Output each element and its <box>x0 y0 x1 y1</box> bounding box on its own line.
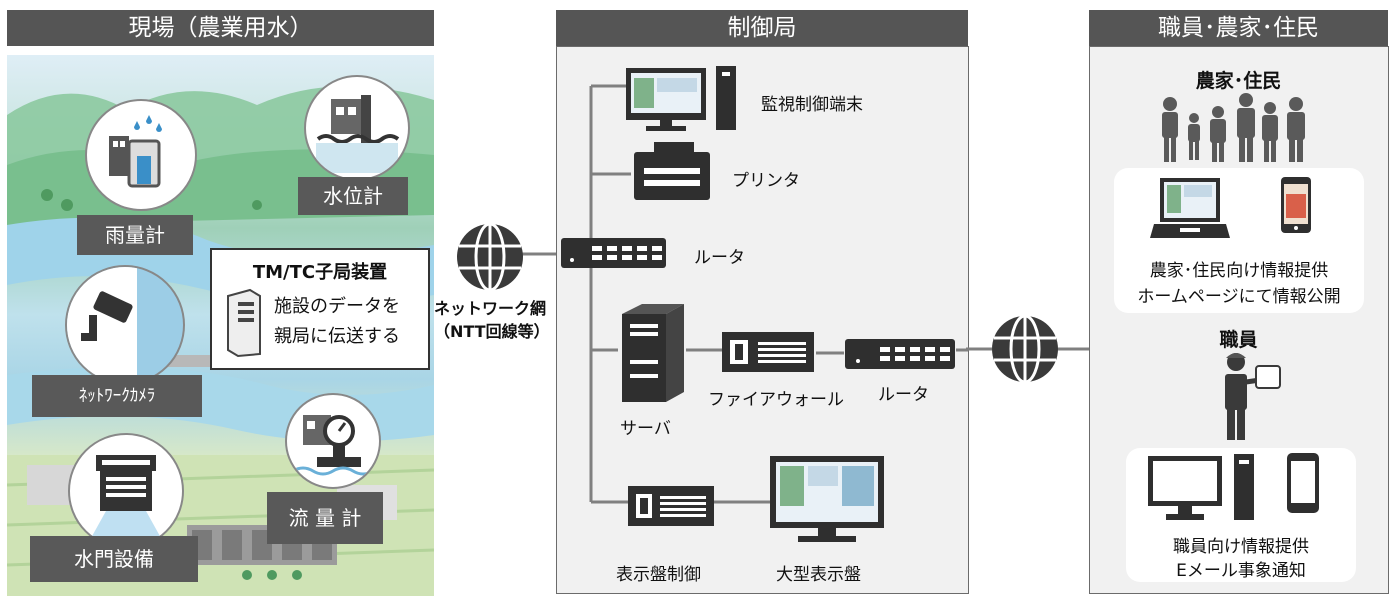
router-bottom-icon <box>845 339 955 369</box>
header-users: 職員･農家･住民 <box>1089 10 1388 46</box>
server-unit-icon <box>227 288 261 358</box>
large-display-icon <box>770 456 884 542</box>
smartphone-staff-icon <box>1287 453 1319 513</box>
farmers-info-card: 農家･住民向け情報提供 ホームページにて情報公開 <box>1114 168 1364 313</box>
flowmeter-icon <box>285 393 381 489</box>
farmers-info-line2: ホームページにて情報公開 <box>1137 287 1341 307</box>
water-level-label: 水位計 <box>298 177 408 215</box>
monitor-terminal-icon <box>626 66 736 131</box>
staff-info-line1: 職員向け情報提供 <box>1173 537 1309 557</box>
display-controller-icon <box>628 486 714 526</box>
laptop-icon <box>1150 178 1230 238</box>
tmtc-desc-line2: 親局に伝送する <box>274 326 400 347</box>
router-top-icon <box>561 238 666 268</box>
gate-icon <box>68 433 184 549</box>
router-bottom-label: ルータ <box>878 385 929 405</box>
display-controller-label: 表示盤制御 <box>616 565 701 585</box>
desktop-pc-icon <box>1148 454 1254 520</box>
rain-gauge-icon <box>85 99 197 211</box>
control-wiring <box>589 84 968 504</box>
family-icon <box>1162 93 1305 162</box>
globe-icon-right <box>992 314 1058 384</box>
staff-title: 職員 <box>1219 329 1258 351</box>
header-control: 制御局 <box>556 10 968 46</box>
tmtc-remote-unit: TM/TC子局装置 施設のデータを 親局に伝送する <box>210 248 430 370</box>
router-top-label: ルータ <box>694 248 745 268</box>
network-label-line2: （NTT回線等） <box>434 322 550 341</box>
flowmeter-label: 流 量 計 <box>267 492 383 544</box>
staff-info-card: 職員向け情報提供 Eメール事象通知 <box>1126 448 1356 582</box>
server-label: サーバ <box>620 419 671 439</box>
staff-person-icon <box>1225 353 1281 440</box>
farmers-info-line1: 農家･住民向け情報提供 <box>1149 261 1329 281</box>
network-camera-label: ﾈｯﾄﾜｰｸｶﾒﾗ <box>32 375 202 417</box>
rain-gauge-label: 雨量計 <box>77 215 193 255</box>
network-label-line1: ネットワーク網 <box>434 299 547 318</box>
water-level-icon <box>304 75 410 181</box>
firewall-icon <box>722 332 814 372</box>
smartphone-icon <box>1281 177 1311 233</box>
tmtc-desc-line1: 施設のデータを <box>274 296 400 317</box>
staff-info-line2: Eメール事象通知 <box>1176 561 1306 581</box>
globe-icon <box>457 222 523 292</box>
server-icon <box>622 304 684 402</box>
network-camera-icon <box>65 265 185 385</box>
printer-label: プリンタ <box>732 171 800 191</box>
tmtc-title: TM/TC子局装置 <box>252 262 388 283</box>
network-link-right <box>966 347 1090 351</box>
farmers-title: 農家･住民 <box>1195 70 1282 92</box>
firewall-label: ファイアウォール <box>708 390 844 410</box>
header-field: 現場（農業用水） <box>7 10 434 46</box>
large-display-label: 大型表示盤 <box>776 565 861 585</box>
printer-icon <box>634 142 710 200</box>
gate-label: 水門設備 <box>30 536 198 582</box>
monitor-terminal-label: 監視制御端末 <box>761 95 863 115</box>
